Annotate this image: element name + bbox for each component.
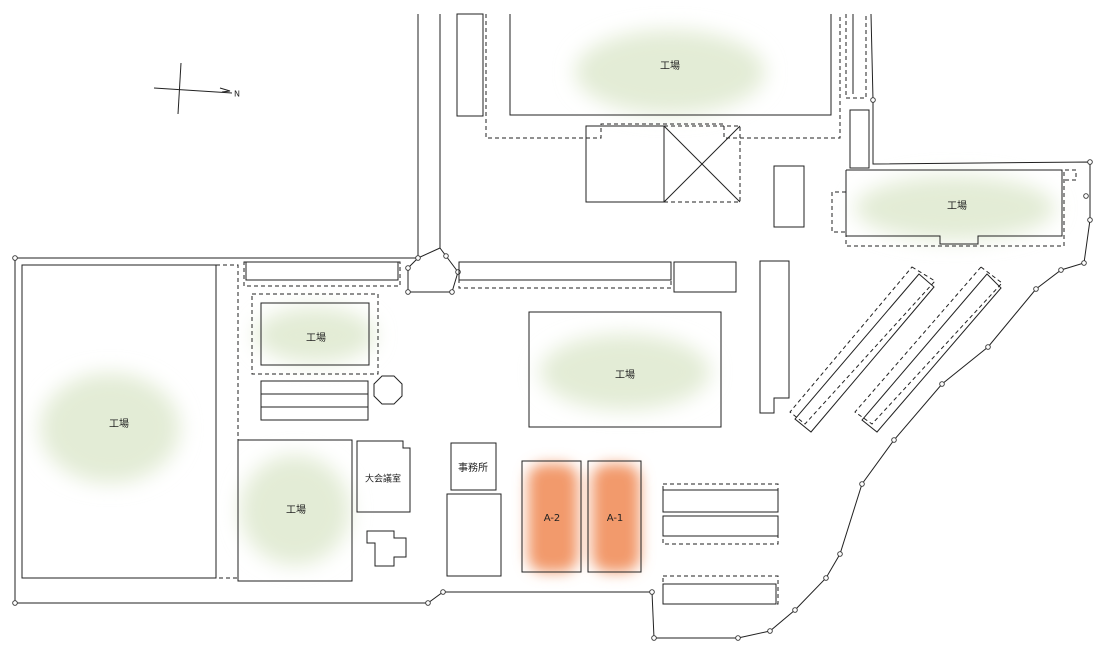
factory-small: 工場 xyxy=(251,293,379,375)
diagonal-building-1 xyxy=(789,266,936,433)
rack-2 xyxy=(662,515,779,545)
building-right-tall xyxy=(849,109,870,169)
factory-top: 工場 xyxy=(485,14,841,139)
office-building: 事務所 xyxy=(450,442,497,491)
factory-small-label: 工場 xyxy=(306,331,326,344)
octagon-tank xyxy=(373,375,403,405)
building-small-right xyxy=(673,261,737,293)
boundary-nodes xyxy=(12,97,1093,641)
unit-a2[interactable]: A-2 xyxy=(521,460,582,573)
building-below-office xyxy=(446,493,502,577)
building-narrow-vertical xyxy=(759,260,790,414)
factory-top-label: 工場 xyxy=(660,59,680,72)
rack-3 xyxy=(662,575,779,605)
small-annex xyxy=(366,530,407,567)
canopy-crossed xyxy=(663,125,741,203)
north-label: N xyxy=(234,90,240,99)
conference-room-label: 大会議室 xyxy=(365,473,401,485)
factory-left-label: 工場 xyxy=(109,417,129,430)
factory-lower-left: 工場 xyxy=(237,439,353,582)
strip-mid xyxy=(458,261,672,289)
building-mid-right xyxy=(773,165,805,228)
unit-a2-label: A-2 xyxy=(544,513,561,524)
conference-room: 大会議室 xyxy=(356,440,411,513)
factory-right: 工場 xyxy=(831,169,1077,247)
factory-center: 工場 xyxy=(528,311,722,428)
building-top-narrow xyxy=(456,13,484,117)
factory-fills xyxy=(40,30,1055,565)
north-arrow-icon: N xyxy=(153,62,240,115)
highlight-fills xyxy=(528,464,640,572)
storage-striped xyxy=(260,380,369,421)
factory-center-label: 工場 xyxy=(615,368,635,381)
factory-lower-left-label: 工場 xyxy=(286,503,306,516)
unit-a1-label: A-1 xyxy=(607,513,624,524)
rack-1 xyxy=(662,483,779,513)
factory-left: 工場 xyxy=(21,264,239,579)
top-right-strip xyxy=(845,14,867,99)
building-top-box xyxy=(585,125,665,203)
diagonal-building-2 xyxy=(854,266,1003,433)
office-label: 事務所 xyxy=(458,461,488,474)
strip-left xyxy=(243,261,401,287)
factory-right-label: 工場 xyxy=(947,199,967,212)
unit-a1[interactable]: A-1 xyxy=(587,460,642,573)
